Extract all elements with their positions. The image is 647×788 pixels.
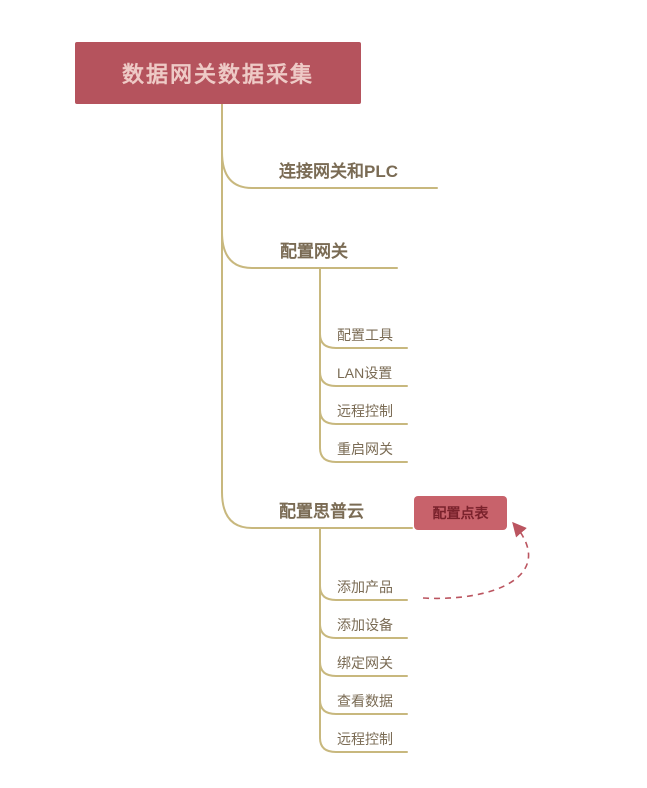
child-line-add-product	[319, 585, 408, 601]
branch-connect-gateway-plc[interactable]: 连接网关和PLC	[279, 162, 398, 181]
child-line-restart-gateway	[319, 447, 408, 463]
child-view-data[interactable]: 查看数据	[337, 693, 393, 709]
child-line-config-tool	[319, 333, 408, 349]
child-line-add-device	[319, 623, 408, 639]
child-bind-gateway[interactable]: 绑定网关	[337, 655, 393, 671]
child-remote-control-1[interactable]: 远程控制	[337, 403, 393, 419]
branch-line-configure-cloud	[221, 491, 413, 529]
child-add-product[interactable]: 添加产品	[337, 579, 393, 595]
branch-configure-gateway[interactable]: 配置网关	[280, 242, 348, 261]
branch-line-configure-gateway	[221, 231, 398, 269]
child-add-device[interactable]: 添加设备	[337, 617, 393, 633]
child-remote-control-2[interactable]: 远程控制	[337, 731, 393, 747]
relationship-arrow	[422, 521, 530, 600]
child-lan-settings[interactable]: LAN设置	[337, 365, 393, 381]
child-config-tool[interactable]: 配置工具	[337, 327, 393, 343]
child-line-lan-settings	[319, 371, 408, 387]
child-line-view-data	[319, 699, 408, 715]
child-line-bind-gateway	[319, 661, 408, 677]
branch-configure-cloud[interactable]: 配置思普云	[279, 502, 364, 521]
child-line-remote-control-2	[319, 737, 408, 753]
root-node[interactable]: 数据网关数据采集	[75, 42, 361, 104]
child-restart-gateway[interactable]: 重启网关	[337, 441, 393, 457]
floating-topic-config-point-table[interactable]: 配置点表	[414, 496, 507, 530]
branch-line-connect-gateway-plc	[221, 151, 438, 189]
child-line-remote-control-1	[319, 409, 408, 425]
